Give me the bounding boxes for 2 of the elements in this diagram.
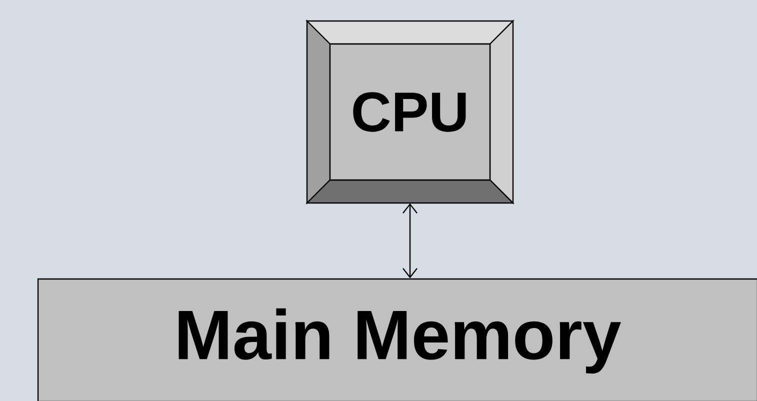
memory-box: Main Memory — [37, 278, 757, 401]
arrow — [402, 203, 418, 278]
